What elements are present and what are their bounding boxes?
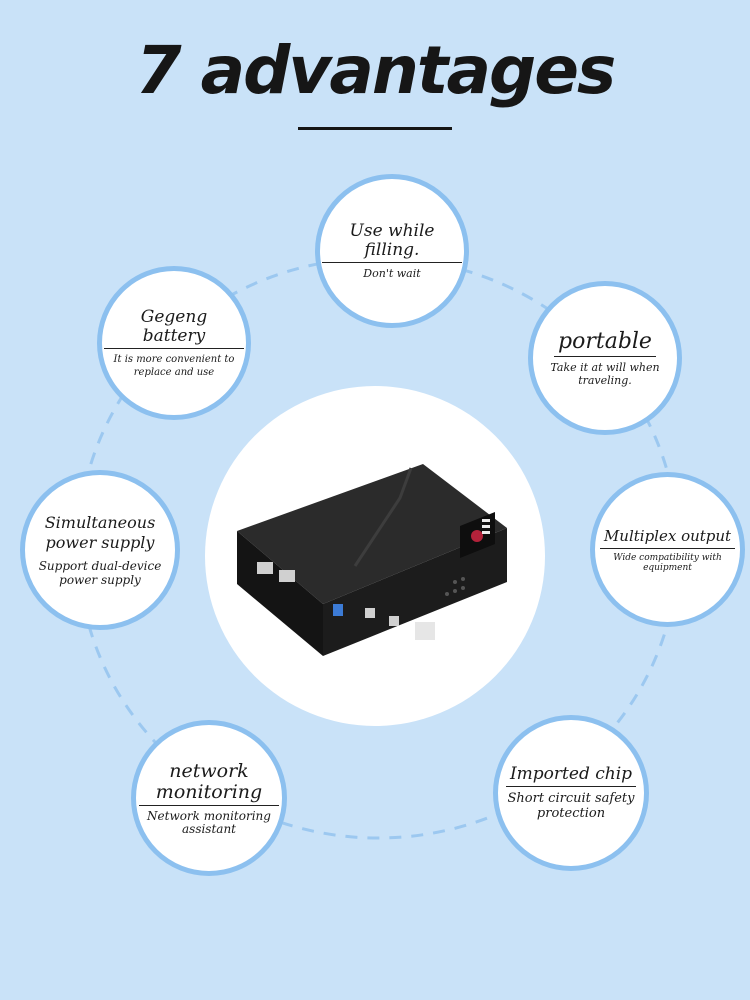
mini-ups-device-icon xyxy=(237,464,507,656)
feature-title: Use while filling. xyxy=(322,222,462,263)
feature-description: Take it at will when traveling. xyxy=(550,360,660,387)
feature-portable: portable Take it at will when traveling. xyxy=(528,281,682,435)
feature-imported-chip: Imported chip Short circuit safety prote… xyxy=(493,715,649,871)
feature-title: network monitoring xyxy=(139,760,279,806)
feature-title: Imported chip xyxy=(505,765,637,787)
feature-description: Network monitoring assistant xyxy=(147,808,271,836)
feature-description: Support dual-device power supply xyxy=(38,559,162,587)
feature-title: portable xyxy=(554,329,656,357)
feature-description: Don't wait xyxy=(363,267,421,280)
feature-description: Short circuit safety protection xyxy=(507,791,635,821)
feature-description: Wide compatibility with equipment xyxy=(613,552,722,573)
feature-gegeng-battery: Gegeng battery It is more convenient to … xyxy=(97,266,251,420)
feature-title: Simultaneous power supply xyxy=(44,513,156,552)
feature-title: Multiplex output xyxy=(599,527,736,549)
feature-multiplex-output: Multiplex output Wide compatibility with… xyxy=(590,472,745,627)
feature-use-while-filling: Use while filling. Don't wait xyxy=(315,174,469,328)
feature-simultaneous-power-supply: Simultaneous power supply Support dual-d… xyxy=(20,470,180,630)
title-underline xyxy=(298,127,452,130)
feature-network-monitoring: network monitoring Network monitoring as… xyxy=(131,720,287,876)
product-circle xyxy=(205,386,545,726)
feature-description: It is more convenient to replace and use xyxy=(113,353,235,378)
page-title: 7 advantages xyxy=(135,32,617,109)
feature-title: Gegeng battery xyxy=(104,307,244,349)
